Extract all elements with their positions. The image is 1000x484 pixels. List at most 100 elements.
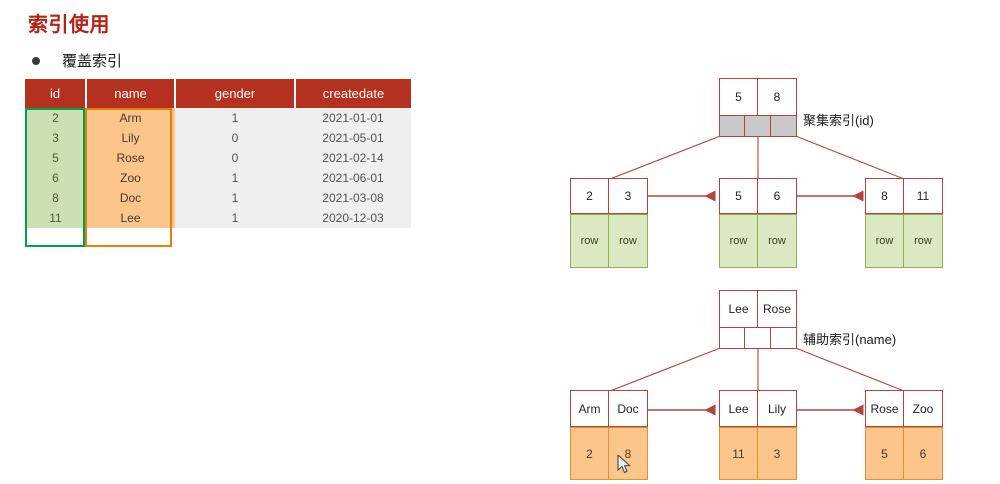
cell-id: 8: [25, 188, 86, 208]
secondary-index-leaf-node: Arm Doc 2 8: [570, 390, 648, 480]
table-header-row: id name gender createdate: [25, 79, 411, 108]
root-pointer-cell: [771, 116, 797, 137]
clustered-index-leaf-node: 5 6 row row: [719, 178, 797, 268]
table-row: 11 Lee 1 2020-12-03: [25, 208, 411, 228]
leaf-data-cell: row: [570, 214, 609, 268]
cell-id: 6: [25, 168, 86, 188]
leaf-data-cell: row: [904, 214, 943, 268]
leaf-key-cell: 11: [904, 178, 943, 214]
leaf-key-cell: Lily: [758, 390, 797, 427]
leaf-data-cell: 3: [758, 427, 797, 480]
root-key-row: 5 8: [719, 78, 797, 116]
leaf-data-cell: row: [758, 214, 797, 268]
column-header-createdate: createdate: [295, 79, 411, 108]
root-key-cell: Rose: [758, 290, 797, 328]
cell-createdate: 2021-02-14: [295, 148, 411, 168]
bullet-item-label: 覆盖索引: [62, 53, 123, 70]
cell-id: 3: [25, 128, 86, 148]
leaf-key-row: 8 11: [865, 178, 943, 214]
leaf-key-row: 5 6: [719, 178, 797, 214]
leaf-data-cell: 2: [570, 427, 609, 480]
cell-id: 2: [25, 108, 86, 128]
leaf-data-cell: row: [719, 214, 758, 268]
root-pointer-cell: [745, 116, 771, 137]
cell-createdate: 2021-01-01: [295, 108, 411, 128]
cell-name: Rose: [86, 148, 175, 168]
secondary-index-label: 辅助索引(name): [803, 332, 897, 347]
cell-createdate: 2021-05-01: [295, 128, 411, 148]
root-pointer-row: [719, 328, 797, 349]
secondary-index-leaf-node: Lee Lily 11 3: [719, 390, 797, 480]
leaf-data-row: 2 8: [570, 427, 648, 480]
cell-gender: 0: [175, 128, 295, 148]
cell-gender: 0: [175, 148, 295, 168]
clustered-index-label: 聚集索引(id): [803, 113, 874, 128]
cell-createdate: 2021-06-01: [295, 168, 411, 188]
bullet-item: 覆盖索引: [32, 50, 122, 71]
slide-left-panel: 索引使用 覆盖索引 id name gender createdate 2 Ar…: [0, 0, 470, 484]
btree-diagram: 5 8 聚集索引(id) 2 3 row row 5 6 row row: [470, 0, 1000, 484]
cell-id: 5: [25, 148, 86, 168]
leaf-data-cell: row: [609, 214, 648, 268]
bullet-dot-icon: [32, 56, 40, 65]
leaf-key-row: Rose Zoo: [865, 390, 943, 427]
leaf-key-cell: Zoo: [904, 390, 943, 427]
leaf-key-cell: Rose: [865, 390, 904, 427]
cell-name: Zoo: [86, 168, 175, 188]
root-key-row: Lee Rose: [719, 290, 797, 328]
leaf-key-row: Lee Lily: [719, 390, 797, 427]
diagram-connectors: [609, 132, 905, 416]
leaf-key-cell: 5: [719, 178, 758, 214]
leaf-key-row: Arm Doc: [570, 390, 648, 427]
leaf-data-row: row row: [719, 214, 797, 268]
leaf-key-cell: Doc: [609, 390, 648, 427]
root-pointer-cell: [719, 328, 745, 349]
cell-name: Doc: [86, 188, 175, 208]
leaf-data-row: 11 3: [719, 427, 797, 480]
clustered-index-root-node: 5 8: [719, 78, 797, 137]
leaf-data-row: row row: [865, 214, 943, 268]
cell-gender: 1: [175, 168, 295, 188]
leaf-data-row: row row: [570, 214, 648, 268]
column-header-name: name: [86, 79, 176, 108]
root-key-cell: Lee: [719, 290, 758, 328]
leaf-key-cell: Arm: [570, 390, 609, 427]
cell-id: 11: [25, 208, 86, 228]
data-table: id name gender createdate 2 Arm 1 2021-0…: [25, 79, 411, 228]
root-key-cell: 8: [758, 78, 797, 116]
leaf-data-row: 5 6: [865, 427, 943, 480]
leaf-data-cell: 8: [609, 427, 648, 480]
leaf-key-cell: Lee: [719, 390, 758, 427]
secondary-index-leaf-node: Rose Zoo 5 6: [865, 390, 943, 480]
table-row: 6 Zoo 1 2021-06-01: [25, 168, 411, 188]
table-row: 5 Rose 0 2021-02-14: [25, 148, 411, 168]
cell-name: Arm: [86, 108, 175, 128]
root-pointer-row: [719, 116, 797, 137]
leaf-key-cell: 3: [609, 178, 648, 214]
cell-gender: 1: [175, 188, 295, 208]
cell-gender: 1: [175, 108, 295, 128]
clustered-index-leaf-node: 8 11 row row: [865, 178, 943, 268]
cell-gender: 1: [175, 208, 295, 228]
leaf-key-cell: 8: [865, 178, 904, 214]
root-pointer-cell: [745, 328, 771, 349]
leaf-key-cell: 2: [570, 178, 609, 214]
column-header-id: id: [25, 79, 87, 108]
leaf-key-row: 2 3: [570, 178, 648, 214]
table-row: 2 Arm 1 2021-01-01: [25, 108, 411, 128]
cell-name: Lily: [86, 128, 175, 148]
root-pointer-cell: [771, 328, 797, 349]
root-pointer-cell: [719, 116, 745, 137]
clustered-index-leaf-node: 2 3 row row: [570, 178, 648, 268]
cell-createdate: 2020-12-03: [295, 208, 411, 228]
leaf-data-cell: 5: [865, 427, 904, 480]
leaf-key-cell: 6: [758, 178, 797, 214]
cell-name: Lee: [86, 208, 175, 228]
secondary-index-root-node: Lee Rose: [719, 290, 797, 349]
table-row: 8 Doc 1 2021-03-08: [25, 188, 411, 208]
page-title: 索引使用: [28, 14, 110, 36]
column-header-gender: gender: [175, 79, 296, 108]
cell-createdate: 2021-03-08: [295, 188, 411, 208]
table-row: 3 Lily 0 2021-05-01: [25, 128, 411, 148]
leaf-data-cell: 11: [719, 427, 758, 480]
